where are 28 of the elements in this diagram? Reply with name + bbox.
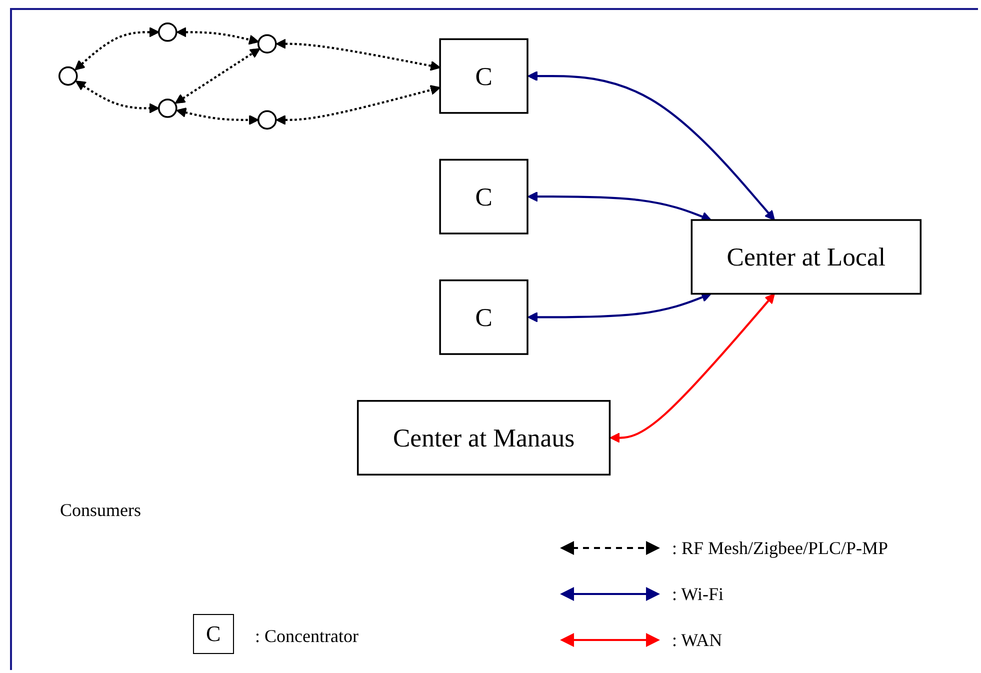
legend-text: : Wi-Fi [672,584,724,604]
arrow [75,80,160,114]
legend-text: : WAN [672,630,722,650]
node-circle [257,110,277,130]
node-box [356,400,611,476]
arrow [528,70,775,220]
node-circle [158,98,178,118]
node-box [439,158,528,234]
node-box [439,279,528,355]
arrow [276,84,441,126]
node-circle [257,34,277,54]
group-caption: Consumers [60,500,141,521]
arrow [528,191,712,222]
network-diagram: C C C Center at Manaus Center at Local [20,14,960,484]
arrow [74,27,160,70]
legend-text: : RF Mesh/Zigbee/PLC/P-MP [672,538,888,558]
arrow [174,48,260,104]
node-box [439,38,528,114]
legend-text: : Concentrator [255,626,358,646]
node-circle [158,22,178,42]
node-circle [58,66,78,86]
arrow [276,38,441,71]
arrow [528,292,712,322]
legend-symbol-box: C [193,614,234,654]
node-box [690,219,922,295]
arrow [610,293,775,443]
arrow [176,27,260,45]
arrow [176,107,259,126]
